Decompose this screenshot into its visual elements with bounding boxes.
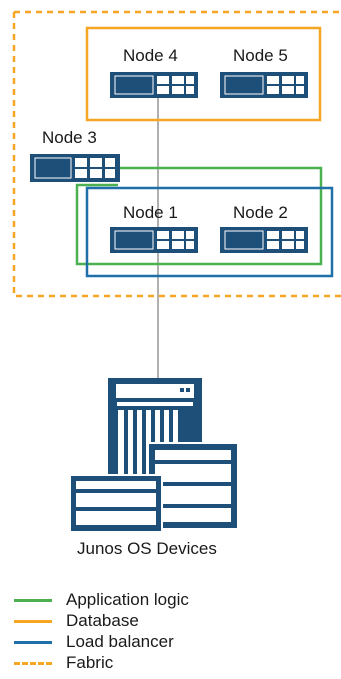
legend-swatch bbox=[14, 619, 52, 623]
legend-item-load-balancer: Load balancer bbox=[14, 632, 174, 652]
legend-swatch bbox=[14, 598, 52, 602]
node-1-label: Node 1 bbox=[123, 203, 178, 222]
database-group bbox=[85, 26, 322, 122]
node-3-label: Node 3 bbox=[42, 128, 97, 147]
legend-swatch bbox=[14, 661, 52, 665]
node-3-device bbox=[30, 154, 120, 182]
legend-item-application-logic: Application logic bbox=[14, 590, 189, 610]
node-1-device bbox=[110, 227, 198, 253]
node-5-device bbox=[220, 72, 308, 98]
junos-chassis-small bbox=[69, 474, 163, 533]
node-5-label: Node 5 bbox=[233, 46, 288, 65]
node-2-device bbox=[220, 227, 308, 253]
legend-item-fabric: Fabric bbox=[14, 653, 113, 673]
load-balancer-group bbox=[85, 186, 334, 278]
legend-label: Fabric bbox=[66, 653, 114, 672]
legend-item-database: Database bbox=[14, 611, 139, 631]
legend-label: Database bbox=[66, 611, 139, 630]
node-4-device bbox=[110, 72, 198, 98]
node-4-label: Node 4 bbox=[123, 46, 178, 65]
application-logic-group bbox=[75, 166, 323, 266]
node-2-label: Node 2 bbox=[233, 203, 288, 222]
legend-swatch bbox=[14, 640, 52, 644]
legend-label: Application logic bbox=[66, 590, 189, 609]
legend-label: Load balancer bbox=[66, 632, 174, 651]
devices-label: Junos OS Devices bbox=[77, 539, 217, 558]
